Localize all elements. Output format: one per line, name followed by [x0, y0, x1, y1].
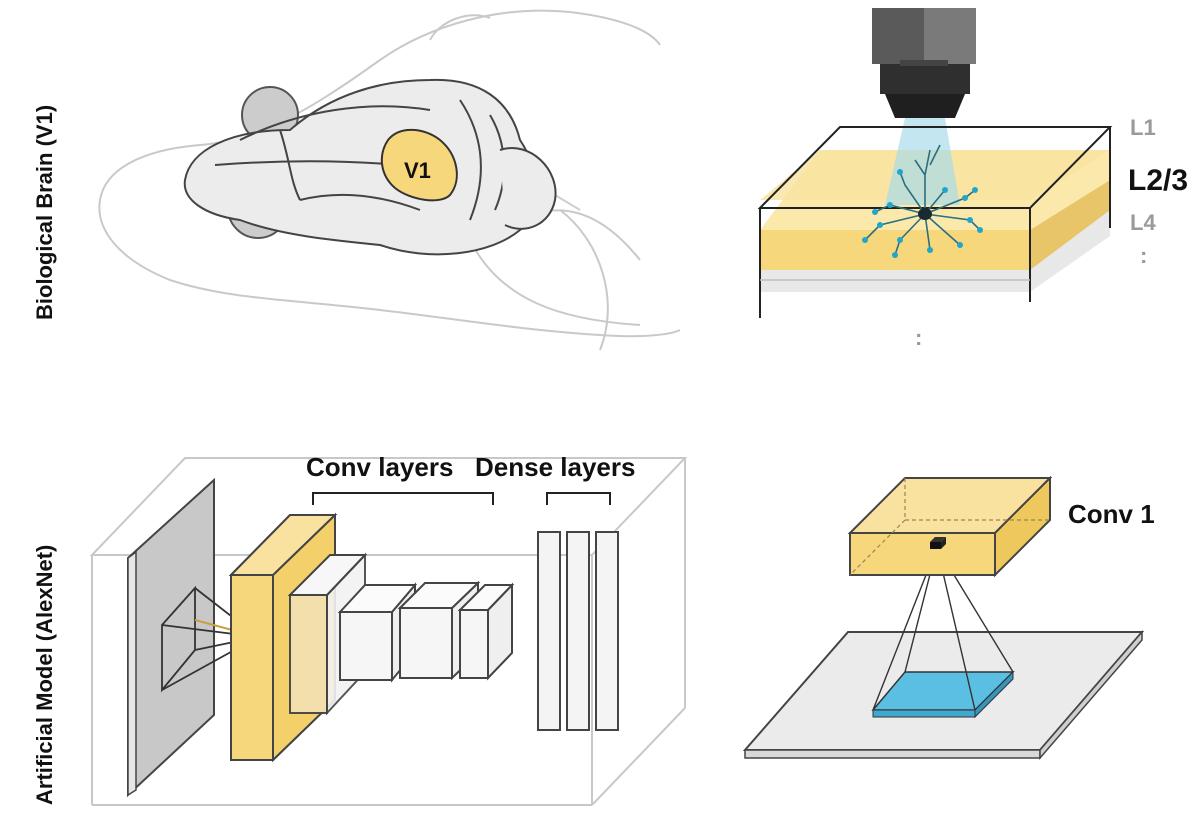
dense-layer-3 — [595, 531, 619, 731]
layer-label-l23: L2/3 — [1128, 164, 1188, 197]
conv-layers-label: Conv layers — [306, 452, 453, 482]
layer-label-l4: L4 — [1130, 210, 1156, 235]
neuron-soma — [918, 208, 932, 220]
row-label-biological: Biological Brain (V1) — [32, 105, 57, 320]
layer-label-l1: L1 — [1130, 115, 1156, 140]
input-image-plate — [127, 477, 215, 798]
bottom-ellipsis: : — [915, 325, 922, 350]
conv-unit — [930, 537, 946, 542]
neuron-dendrite-points — [862, 169, 983, 258]
dense-bracket — [546, 492, 611, 505]
dense-layers-label: Dense layers — [475, 452, 635, 482]
row-label-artificial: Artificial Model (AlexNet) — [32, 545, 57, 805]
dense-layer-2 — [566, 531, 590, 731]
conv1-label: Conv 1 — [1068, 499, 1155, 529]
dense-layer-1 — [537, 531, 561, 731]
mouse-brain-icon: V1 — [98, 9, 681, 351]
v1-label: V1 — [404, 158, 431, 183]
cortex-block — [757, 118, 1113, 318]
conv1-detail — [742, 475, 1145, 761]
layer-ellipsis: : — [1140, 243, 1147, 268]
alexnet-diagram — [89, 457, 688, 806]
microscope-icon — [872, 8, 976, 118]
conv-bracket — [312, 492, 494, 505]
v1-region — [380, 128, 458, 202]
